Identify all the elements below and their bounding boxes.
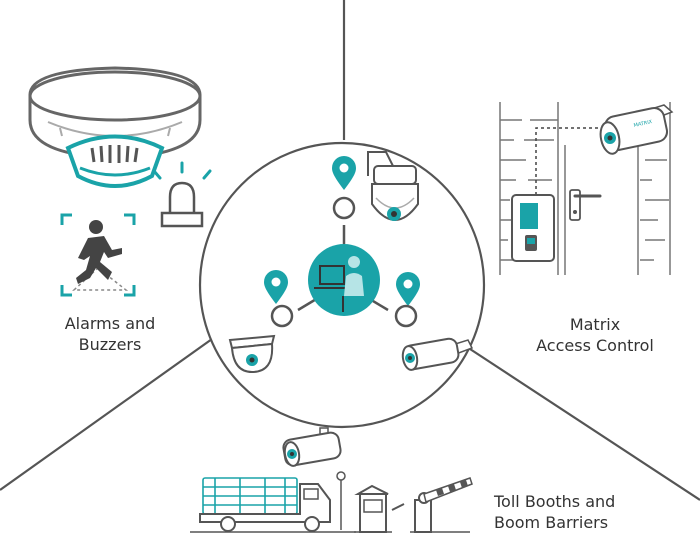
operator-workstation-icon — [308, 244, 380, 316]
door-handle-icon — [569, 189, 602, 221]
divider-lines — [0, 0, 700, 501]
alarms-label-line-2: Buzzers — [78, 335, 142, 354]
access-label-line-2: Access Control — [536, 336, 654, 355]
access-control-reader-icon — [511, 194, 555, 262]
alarms-and-buzzers-label: Alarms and Buzzers — [60, 313, 160, 355]
toll-label-line-1: Toll Booths and — [494, 492, 616, 511]
alarm-beacon-icon — [152, 161, 212, 228]
location-pin-icon — [332, 156, 356, 220]
matrix-access-control-label: Matrix Access Control — [520, 314, 670, 356]
toll-booth-icon — [354, 484, 392, 533]
connection-dashed-line — [535, 127, 600, 195]
bullet-camera-icon: MATRIX — [599, 104, 674, 155]
location-pin-icon — [264, 270, 294, 328]
divider-left — [0, 338, 213, 491]
toll-label-line-2: Boom Barriers — [494, 513, 609, 532]
bullet-camera-icon — [401, 337, 474, 371]
dome-camera-icon — [228, 334, 276, 374]
ptz-camera-icon — [367, 151, 419, 221]
location-pin-icon — [394, 272, 420, 328]
camera-brand-text: MATRIX — [633, 119, 653, 129]
intruder-detection-icon — [60, 213, 136, 297]
boom-barrier-icon — [391, 477, 473, 533]
toll-booths-boom-barriers-label: Toll Booths and Boom Barriers — [494, 491, 694, 533]
smoke-detector-icon — [28, 66, 202, 188]
traffic-signal-pole — [336, 471, 346, 530]
divider-right — [469, 348, 700, 501]
bullet-camera-icon — [282, 427, 342, 467]
alarms-label-line-1: Alarms and — [64, 314, 156, 333]
access-control-wall — [499, 102, 671, 275]
access-label-line-1: Matrix — [569, 315, 621, 334]
truck-icon — [190, 477, 356, 533]
